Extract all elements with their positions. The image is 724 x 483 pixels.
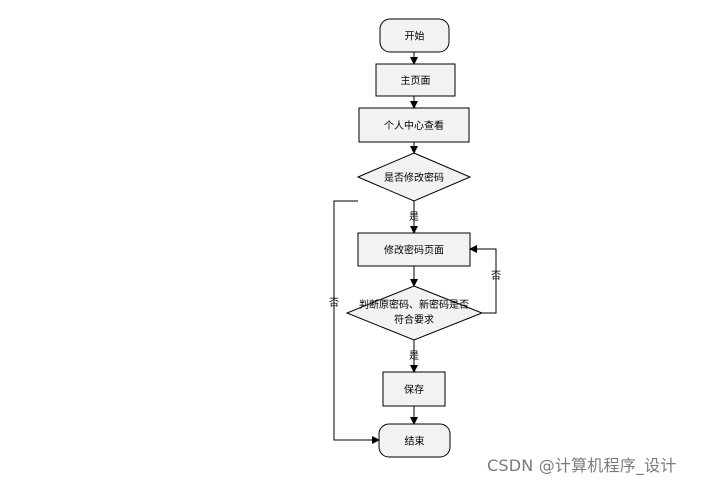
home-node [375,63,456,97]
decision-check-label-1: 判断原密码、新密码是否 [359,298,469,311]
end-label: 结束 [405,435,425,448]
start-label: 开始 [405,30,425,43]
decision-check-node [345,285,484,341]
decision-change-label: 是否修改密码 [384,171,444,184]
edge-check-no-loop [469,245,497,314]
save-label: 保存 [404,383,424,396]
edge-label-yes-1: 是 [409,211,419,223]
decision-check-label-2: 符合要求 [394,313,434,326]
home-label: 主页面 [401,75,431,87]
change-page-node [357,232,471,267]
edge-label-no-1: 否 [329,297,339,309]
edge-decision-no [333,200,380,444]
edge-label-yes-2: 是 [409,350,419,362]
watermark: CSDN @计算机程序_设计 [487,456,677,475]
change-page-label: 修改密码页面 [384,244,444,257]
edge-label-no-2: 否 [491,270,501,282]
profile-label: 个人中心查看 [384,119,444,132]
